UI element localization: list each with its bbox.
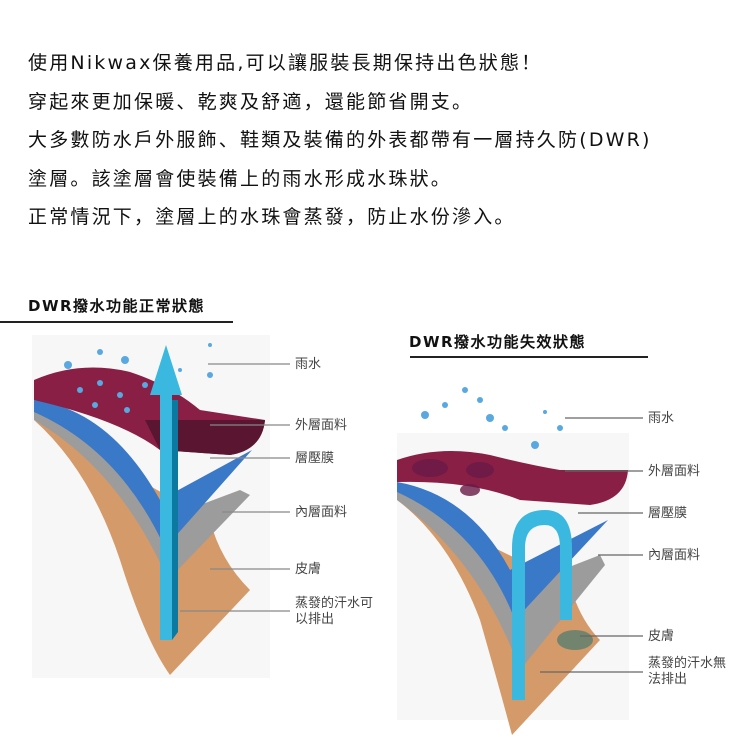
intro-line: 穿起來更加保暖、乾爽及舒適，還能節省開支。 <box>28 90 474 113</box>
diagram-failed-illustration <box>397 387 643 735</box>
intro-line: 塗層。該塗層會使裝備上的雨水形成水珠狀。 <box>28 167 453 190</box>
label-skin: 皮膚 <box>648 628 675 643</box>
label-outer-fabric: 外層面料 <box>648 463 701 478</box>
leader-lines <box>540 417 643 673</box>
membrane-layer <box>397 482 608 620</box>
label-membrane: 層壓膜 <box>295 450 335 465</box>
title-underline <box>0 321 233 323</box>
diagram-normal-illustration <box>32 335 290 678</box>
label-inner-fabric: 內層面料 <box>648 547 701 562</box>
label-sweat-line2: 法排出 <box>648 671 688 686</box>
intro-line: 使用Nikwax保養用品,可以讓服裝長期保持出色狀態！ <box>28 52 543 74</box>
intro-line: 大多數防水戶外服飾、鞋類及裝備的外表都帶有一層持久防(DWR) <box>28 129 652 151</box>
raindrops <box>64 343 213 413</box>
label-sweat-line1: 蒸發的汗水可 <box>295 595 374 610</box>
leader-lines <box>180 363 290 612</box>
title-underline <box>410 356 648 358</box>
label-rain: 雨水 <box>648 410 675 425</box>
intro-line: 正常情況下，塗層上的水珠會蒸發，防止水份滲入。 <box>28 206 516 228</box>
intro-text: 使用Nikwax保養用品,可以讓服裝長期保持出色狀態！ 穿起來更加保暖、乾爽及舒… <box>28 44 652 237</box>
vapor-arrow-blocked <box>512 510 572 700</box>
diagram-failed-title: DWR撥水功能失效狀態 <box>409 333 587 351</box>
vapor-arrow-up <box>150 345 182 640</box>
trapped-sweat <box>557 630 593 650</box>
raindrops <box>421 387 563 449</box>
label-outer-fabric: 外層面料 <box>295 417 348 432</box>
diagram-normal-title: DWR撥水功能正常狀態 <box>28 297 206 315</box>
outer-fabric-layer <box>397 451 628 505</box>
label-inner-fabric: 內層面料 <box>295 504 348 519</box>
label-membrane: 層壓膜 <box>648 505 688 520</box>
label-sweat-line1: 蒸發的汗水無 <box>648 655 727 670</box>
label-rain: 雨水 <box>295 356 322 371</box>
membrane-layer <box>34 400 252 548</box>
label-sweat-line2: 以排出 <box>295 611 335 626</box>
label-skin: 皮膚 <box>295 561 322 576</box>
